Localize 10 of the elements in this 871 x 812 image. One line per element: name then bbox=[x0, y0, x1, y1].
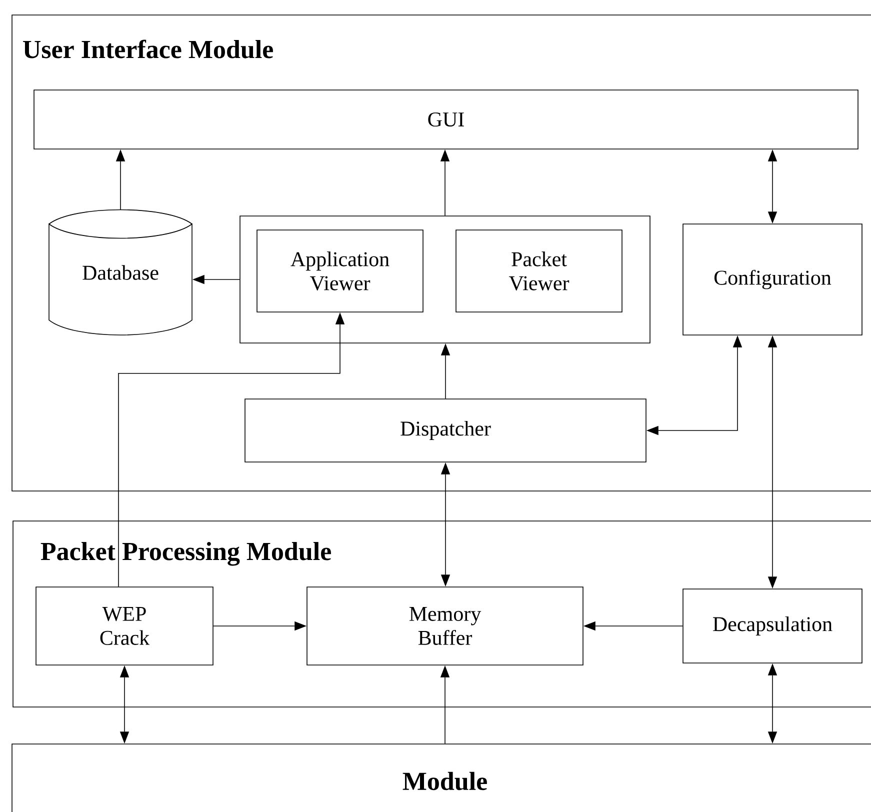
process-box: Memory Buffer bbox=[306, 586, 584, 666]
process-box: Dispatcher bbox=[244, 398, 646, 462]
process-box: Decapsulation bbox=[682, 588, 862, 664]
process-box: Packet Viewer bbox=[456, 230, 622, 312]
database-cylinder: Database bbox=[48, 209, 192, 336]
process-box: GUI bbox=[34, 90, 858, 150]
process-box: Application Viewer bbox=[256, 230, 424, 312]
process-box: WEP Crack bbox=[36, 586, 214, 666]
module-panel: Module bbox=[12, 744, 871, 812]
process-box: Configuration bbox=[682, 224, 862, 336]
